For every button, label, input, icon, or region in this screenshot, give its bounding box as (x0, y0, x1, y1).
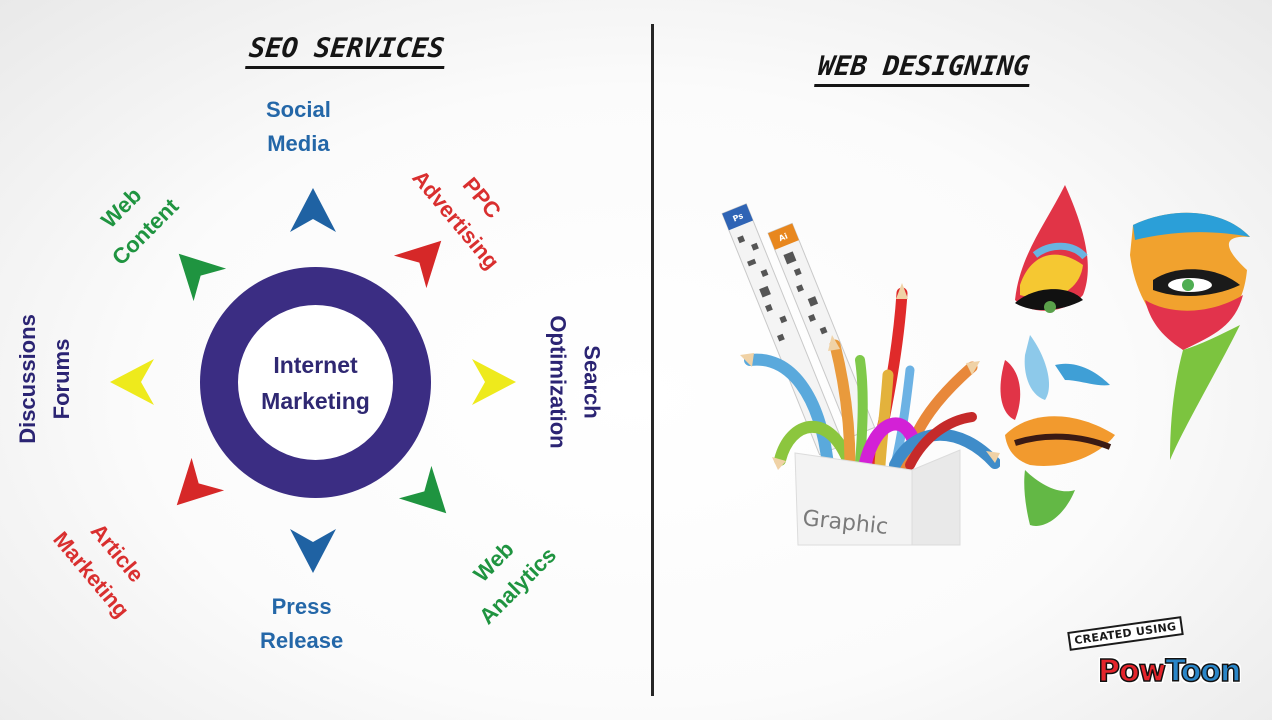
powtoon-logo: PowToon (1097, 653, 1243, 690)
arrow-up-right-icon (393, 240, 442, 289)
arrow-down-icon (290, 529, 336, 573)
label-web-analytics: Web Analytics (447, 515, 564, 632)
graphic-design-pencils-illustration: Ps Ai (721, 203, 1000, 546)
label-line: Discussions (14, 314, 40, 444)
label-discussions-forums: Discussions Forums (11, 314, 79, 444)
arrow-left-icon (110, 359, 154, 405)
colorful-face-illustration (1000, 185, 1250, 526)
label-line: Media (267, 131, 330, 156)
arrow-down-right-icon (398, 465, 447, 514)
label-article-marketing: Article Marketing (45, 502, 164, 625)
created-using-label: CREATED USING (1067, 616, 1184, 651)
label-press-release: Press Release (260, 590, 343, 658)
arrow-right-icon (472, 359, 516, 405)
powtoon-watermark: CREATED USING PowToon (1062, 616, 1243, 700)
vertical-divider (651, 24, 654, 696)
arrow-up-left-icon (178, 253, 227, 302)
center-label-line2: Marketing (261, 387, 370, 414)
label-social-media: Social Media (266, 93, 331, 161)
seo-services-title: SEO SERVICES (245, 33, 448, 69)
center-label: Internet Marketing (261, 347, 370, 419)
internet-marketing-ring: Internet Marketing (200, 267, 431, 498)
center-label-line1: Internet (273, 351, 358, 378)
label-line: Press (271, 594, 332, 619)
powtoon-logo-part2: Toon (1165, 653, 1243, 690)
label-line: Search (579, 345, 605, 419)
web-designing-title: WEB DESIGNING (814, 51, 1034, 87)
label-line: Optimization (545, 315, 571, 449)
label-line: Release (260, 628, 344, 653)
ps-label: Ps (731, 211, 744, 223)
arrow-up-icon (290, 188, 336, 232)
powtoon-logo-part1: Pow (1097, 653, 1167, 690)
label-line: Forums (48, 338, 74, 420)
ai-label: Ai (777, 231, 789, 243)
arrow-down-left-icon (176, 457, 225, 506)
label-line: Social (266, 97, 331, 122)
label-search-optimization: Search Optimization (541, 315, 609, 448)
